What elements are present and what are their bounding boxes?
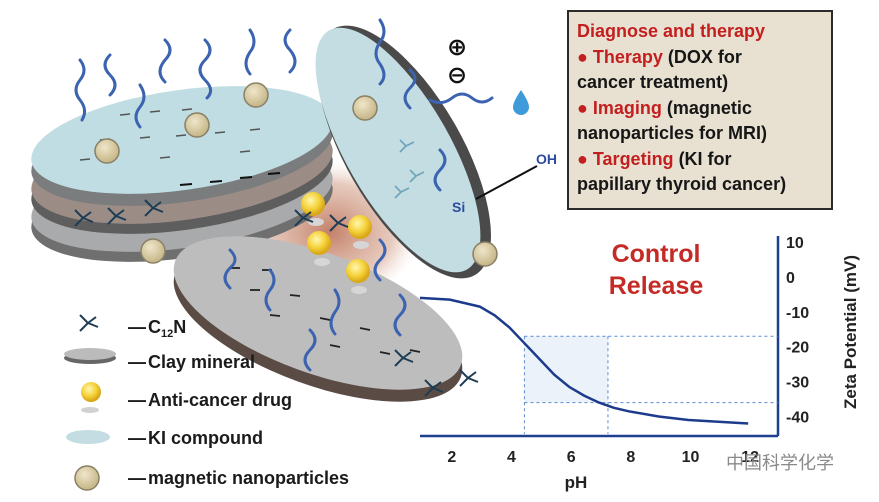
y-tick-label: -30 (786, 375, 809, 392)
watermark: 中国科学化学 (726, 453, 834, 473)
legend-label: KI compound (148, 427, 263, 448)
diagnose-therapy-box: Diagnose and therapy ● Therapy (DOX for … (567, 10, 833, 210)
legend-dash: — (128, 316, 146, 337)
legend-item-magnetic: —magnetic nanoparticles (128, 462, 349, 494)
imaging-detail: (magnetic (661, 97, 752, 118)
clay-mineral-icon (64, 348, 116, 364)
c12n-molecule-icon (79, 314, 99, 332)
control-release-line2: Release (608, 272, 704, 300)
legend-icons (64, 314, 116, 491)
ki-compound-flakes (394, 139, 425, 199)
info-box-title: Diagnose and therapy (577, 21, 766, 41)
silanol-linker (475, 165, 538, 200)
control-release-line1: Control (611, 240, 701, 268)
zeta-potential-chart: 10 0 -10 -20 -30 -40 2 4 6 8 10 12 pH Zeta Potenti… (419, 235, 860, 492)
si-label: Si (452, 199, 465, 215)
y-tick-label: -10 (786, 305, 809, 322)
y-tick-label: 0 (786, 270, 795, 287)
bullet-icon: ● (577, 46, 588, 67)
x-tick-label: 12 (741, 449, 759, 466)
anti-cancer-drug-icon (81, 382, 101, 413)
legend-item-c12n: —C12N (128, 312, 186, 344)
y-tick-label: -40 (786, 410, 809, 427)
x-tick-label: 8 (626, 449, 635, 466)
legend-dash: — (128, 351, 146, 372)
minus-charge-icon: ⊖ (447, 61, 467, 89)
legend-dash: — (128, 467, 146, 488)
targeting-detail-cont: papillary thyroid cancer) (577, 174, 787, 194)
legend-label-suffix: N (173, 316, 187, 337)
anti-cancer-drugs (301, 192, 372, 283)
legend-item-ki: —KI compound (128, 422, 263, 454)
x-tick-label: 10 (682, 449, 700, 466)
y-axis-label: Zeta Potential (mV) (841, 255, 860, 409)
plus-charge-icon: ⊕ (447, 33, 467, 61)
legend-item-drug: —Anti-cancer drug (128, 384, 292, 416)
legend-label: magnetic nanoparticles (148, 467, 350, 488)
x-tick-label: 4 (507, 449, 516, 466)
legend-label: Anti-cancer drug (148, 389, 293, 410)
magnetic-nanoparticle-icon (74, 465, 100, 491)
drug-shadows (308, 218, 369, 294)
legend-label: Clay mineral (148, 351, 256, 372)
oh-label: OH (536, 151, 557, 167)
water-droplet-icon (513, 90, 529, 115)
y-tick-label: -20 (786, 340, 809, 357)
legend-subscript: 12 (161, 327, 174, 340)
targeting-label: Targeting (592, 148, 674, 169)
polymer-chains (74, 18, 494, 372)
clay-disk-tilted (315, 25, 491, 279)
control-release-label: Control Release (590, 238, 722, 302)
x-tick-label: 6 (567, 449, 576, 466)
imaging-detail-cont: nanoparticles for MRI) (577, 123, 768, 143)
legend-item-clay: —Clay mineral (128, 346, 255, 378)
magnetic-nanoparticles (94, 82, 498, 267)
legend-dash: — (128, 389, 146, 410)
therapy-detail-cont: cancer treatment) (577, 72, 729, 92)
bullet-icon: ● (577, 148, 588, 169)
zeta-curve (419, 296, 749, 425)
c12n-molecules (74, 199, 479, 397)
therapy-label: Therapy (592, 46, 663, 67)
ki-compound-icon (66, 430, 110, 444)
targeting-detail: (KI for (673, 148, 732, 169)
legend-dash: — (128, 427, 146, 448)
x-axis-label: pH (565, 473, 588, 492)
therapy-detail: (DOX for (662, 46, 742, 67)
legend-label: C (148, 316, 161, 337)
x-tick-label: 2 (447, 449, 456, 466)
imaging-label: Imaging (592, 97, 662, 118)
bullet-icon: ● (577, 97, 588, 118)
highlight-region (524, 336, 608, 403)
y-tick-label: 10 (786, 235, 804, 252)
